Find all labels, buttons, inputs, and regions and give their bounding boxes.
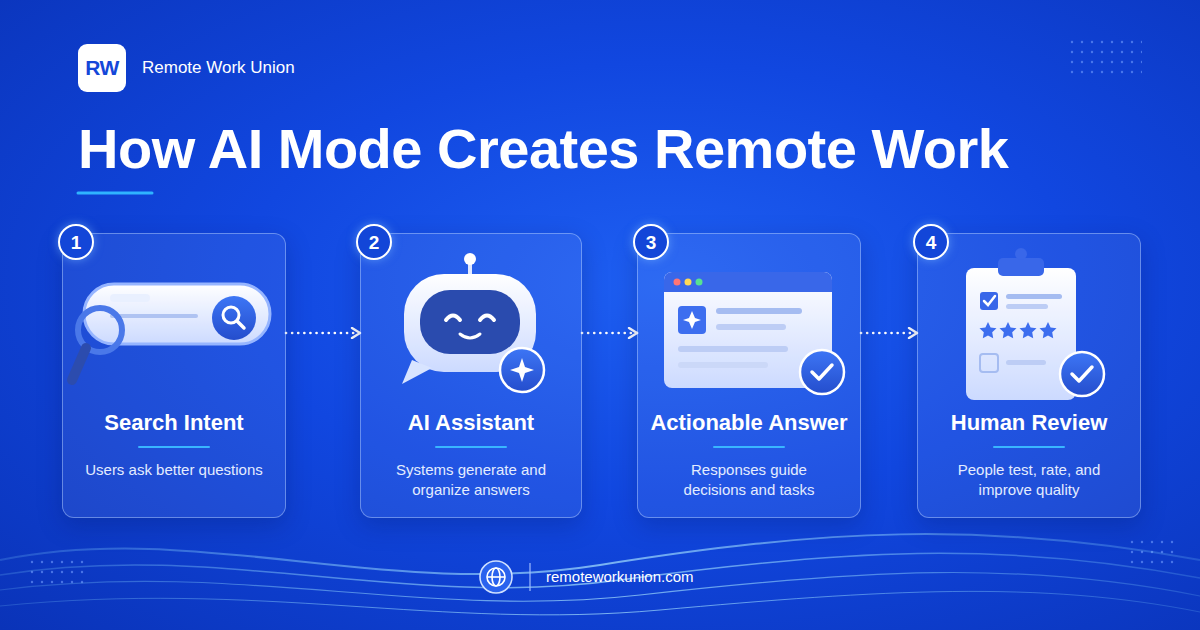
step-description: People test, rate, and improve quality bbox=[940, 460, 1118, 501]
step-card: Actionable AnswerResponses guide decisio… bbox=[637, 233, 861, 518]
flow-arrow bbox=[286, 332, 360, 335]
step-number-badge: 2 bbox=[356, 224, 392, 260]
step-number: 4 bbox=[926, 233, 937, 252]
flow-arrow bbox=[582, 332, 637, 335]
step-description: Users ask better questions bbox=[85, 460, 263, 480]
heading-underline bbox=[713, 446, 785, 448]
website-url: remoteworkunion.com bbox=[546, 568, 694, 585]
brand-name: Remote Work Union bbox=[142, 58, 295, 78]
step-number: 3 bbox=[646, 233, 657, 252]
title-accent bbox=[78, 192, 152, 195]
logo-box: RW bbox=[78, 44, 126, 92]
step-card: Search IntentUsers ask better questions 1 bbox=[62, 233, 286, 518]
step-heading: Actionable Answer bbox=[650, 410, 847, 436]
step-number-badge: 1 bbox=[58, 224, 94, 260]
heading-underline bbox=[435, 446, 507, 448]
dot-grid bbox=[1068, 38, 1142, 78]
step-number: 2 bbox=[369, 233, 380, 252]
step-number-badge: 3 bbox=[633, 224, 669, 260]
diagram-title: How AI Mode Creates Remote Work bbox=[78, 116, 1008, 181]
step-heading: Human Review bbox=[951, 410, 1108, 436]
step-number: 1 bbox=[71, 233, 82, 252]
step-description: Systems generate and organize answers bbox=[382, 460, 560, 501]
step-heading: AI Assistant bbox=[408, 410, 534, 436]
heading-underline bbox=[993, 446, 1065, 448]
step-card: AI AssistantSystems generate and organiz… bbox=[360, 233, 582, 518]
footer-divider bbox=[529, 563, 530, 591]
step-number-badge: 4 bbox=[913, 224, 949, 260]
logo-text: RW bbox=[85, 56, 119, 80]
heading-underline bbox=[138, 446, 210, 448]
flow-arrow bbox=[861, 332, 917, 335]
wave-lines bbox=[0, 534, 1200, 615]
step-description: Responses guide decisions and tasks bbox=[660, 460, 838, 501]
step-card: Human ReviewPeople test, rate, and impro… bbox=[917, 233, 1141, 518]
step-heading: Search Intent bbox=[104, 410, 243, 436]
globe-icon bbox=[480, 561, 512, 593]
